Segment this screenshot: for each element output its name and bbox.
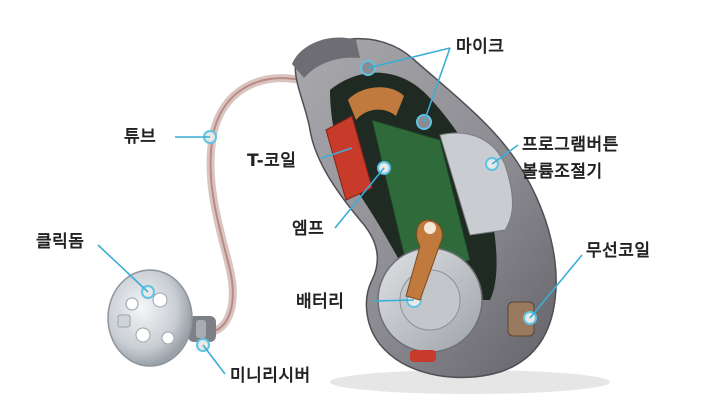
mic-housing (292, 37, 360, 78)
label-battery: 배터리 (296, 292, 345, 312)
label-amp: 엠프 (292, 219, 325, 239)
label-t-coil: T-코일 (247, 151, 297, 171)
floor-shadow (330, 370, 610, 394)
label-mic: 마이크 (456, 37, 505, 57)
label-mini-receiver: 미니리시버 (230, 366, 311, 386)
label-volume-control: 볼륨조절기 (522, 162, 603, 182)
battery-door-tab (410, 350, 436, 362)
leader-lines (97, 47, 583, 375)
label-program-button: 프로그램버튼 (522, 135, 619, 155)
tube (206, 74, 304, 336)
label-wireless-coil: 무선코일 (586, 241, 651, 261)
circuit-board (371, 119, 471, 281)
label-tube: 튜브 (124, 127, 157, 147)
label-click-dome: 클릭돔 (36, 232, 85, 252)
tube-core (209, 77, 301, 333)
t-coil (325, 115, 373, 201)
